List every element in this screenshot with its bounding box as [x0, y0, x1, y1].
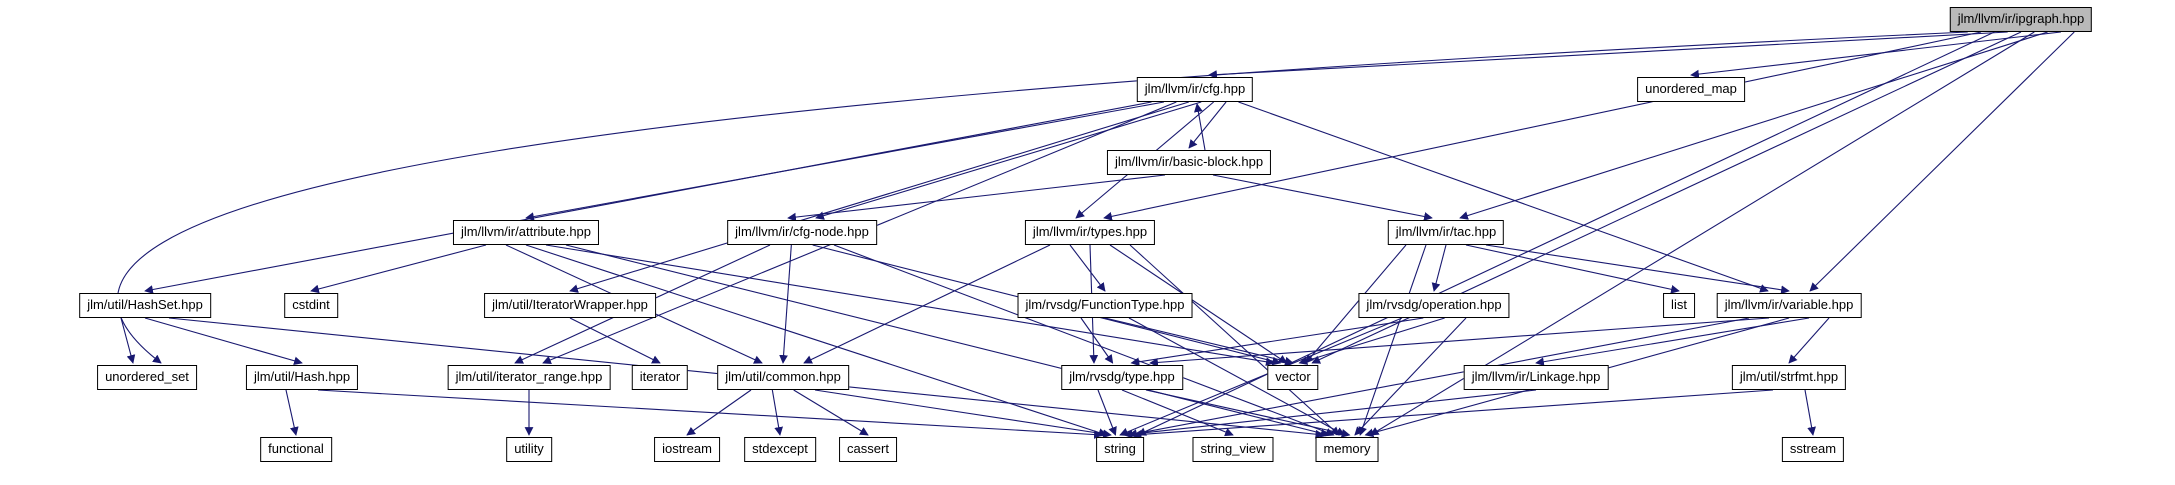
- edge-ipgraph-unordered-map: [1690, 31, 2062, 79]
- edge-function-type-memory: [1128, 317, 1346, 436]
- edge-common-cassert: [793, 389, 869, 436]
- edge-ipgraph-cfg: [1208, 31, 2008, 79]
- graph-node-cassert[interactable]: cassert: [839, 437, 897, 462]
- graph-node-hash[interactable]: jlm/util/Hash.hpp: [245, 365, 359, 390]
- edge-iterator-wrapper-iterator: [569, 317, 661, 364]
- edge-tac-variable: [1485, 244, 1790, 295]
- edge-types-common: [803, 244, 1051, 364]
- graph-node-string-view[interactable]: string_view: [1192, 437, 1274, 462]
- graph-node-linkage[interactable]: jlm/llvm/ir/Linkage.hpp: [1463, 365, 1609, 390]
- edge-attribute-memory: [565, 244, 1330, 438]
- edge-cfg-node-common: [779, 244, 792, 364]
- graph-node-function-type[interactable]: jlm/rvsdg/FunctionType.hpp: [1017, 293, 1193, 318]
- graph-node-iostream[interactable]: iostream: [654, 437, 720, 462]
- edge-hashset-unordered-set: [120, 317, 136, 364]
- graph-node-unordered-set[interactable]: unordered_set: [97, 365, 197, 390]
- edge-rvsdg-type-string-view: [1121, 389, 1234, 437]
- graph-node-attribute[interactable]: jlm/llvm/ir/attribute.hpp: [452, 220, 600, 245]
- edge-basic-block-cfg: [1194, 103, 1206, 151]
- graph-node-iterator[interactable]: iterator: [631, 365, 689, 390]
- edge-ipgraph-types: [1103, 31, 1982, 221]
- graph-node-stdexcept[interactable]: stdexcept: [744, 437, 816, 462]
- edge-ipgraph-tac: [1459, 31, 2048, 220]
- graph-node-cfg-node[interactable]: jlm/llvm/ir/cfg-node.hpp: [727, 220, 877, 245]
- graph-node-operation[interactable]: jlm/rvsdg/operation.hpp: [1358, 293, 1510, 318]
- graph-node-hashset[interactable]: jlm/util/HashSet.hpp: [79, 293, 211, 318]
- graph-node-iterator-range[interactable]: jlm/util/iterator_range.hpp: [447, 365, 611, 390]
- graph-node-rvsdg-type[interactable]: jlm/rvsdg/type.hpp: [1061, 365, 1183, 390]
- edge-hash-string: [317, 389, 1103, 439]
- graph-node-functional[interactable]: functional: [260, 437, 332, 462]
- edge-attribute-cstdint: [310, 244, 487, 294]
- graph-node-basic-block[interactable]: jlm/llvm/ir/basic-block.hpp: [1106, 150, 1272, 175]
- edge-tac-list: [1465, 244, 1680, 294]
- graph-node-cstdint[interactable]: cstdint: [284, 293, 338, 318]
- graph-node-utility[interactable]: utility: [506, 437, 552, 462]
- edge-cfg-variable: [1238, 101, 1769, 293]
- graph-node-string[interactable]: string: [1096, 437, 1144, 462]
- edge-tac-memory: [1358, 244, 1427, 436]
- edge-tac-vector: [1305, 244, 1407, 364]
- edge-ipgraph-variable: [1809, 31, 2075, 292]
- edge-hash-functional: [285, 389, 299, 436]
- edge-types-function-type: [1069, 244, 1106, 292]
- edge-variable-string: [1128, 317, 1750, 438]
- edge-common-stdexcept: [771, 389, 784, 436]
- edge-operation-string: [1119, 317, 1403, 437]
- graph-node-common[interactable]: jlm/util/common.hpp: [717, 365, 849, 390]
- graph-node-vector[interactable]: vector: [1267, 365, 1319, 390]
- edge-cfg-cfg-node: [815, 101, 1202, 220]
- graph-node-unordered-map[interactable]: unordered_map: [1637, 77, 1745, 102]
- edge-basic-block-cfg-node: [787, 174, 1166, 222]
- edge-function-type-rvsdg-type: [1080, 317, 1114, 364]
- edge-operation-memory: [1354, 317, 1467, 436]
- graph-node-iterator-wrapper[interactable]: jlm/util/IteratorWrapper.hpp: [484, 293, 656, 318]
- edge-operation-rvsdg-type: [1130, 317, 1424, 367]
- edge-basic-block-tac: [1212, 174, 1433, 221]
- edge-common-iostream: [686, 389, 752, 436]
- graph-node-tac[interactable]: jlm/llvm/ir/tac.hpp: [1387, 220, 1505, 245]
- edge-operation-vector: [1298, 317, 1445, 365]
- edge-strfmt-string: [1132, 389, 1774, 439]
- edge-common-string: [814, 389, 1112, 439]
- edge-variable-strfmt: [1788, 317, 1830, 364]
- edge-cfg-iterator-wrapper: [569, 101, 1189, 293]
- graph-node-ipgraph: jlm/llvm/ir/ipgraph.hpp: [1949, 7, 2093, 32]
- graph-node-list[interactable]: list: [1663, 293, 1695, 318]
- graph-node-variable[interactable]: jlm/llvm/ir/variable.hpp: [1716, 293, 1862, 318]
- edge-types-memory: [1129, 244, 1340, 436]
- edge-variable-rvsdg-type: [1149, 317, 1770, 367]
- edge-cfg-basic-block: [1188, 101, 1227, 149]
- edge-strfmt-sstream: [1804, 389, 1816, 436]
- graph-node-types[interactable]: jlm/llvm/ir/types.hpp: [1024, 220, 1156, 245]
- edge-rvsdg-type-string: [1097, 389, 1117, 436]
- edge-cfg-node-memory: [833, 244, 1335, 437]
- edge-ipgraph-unordered-set: [116, 31, 1968, 364]
- graph-node-sstream[interactable]: sstream: [1781, 437, 1845, 462]
- edge-attribute-vector: [545, 244, 1275, 367]
- edge-tac-operation: [1431, 244, 1447, 292]
- edge-function-type-vector: [1104, 317, 1294, 366]
- graph-node-cfg[interactable]: jlm/llvm/ir/cfg.hpp: [1136, 77, 1254, 102]
- graph-node-memory[interactable]: memory: [1315, 437, 1379, 462]
- graph-node-strfmt[interactable]: jlm/util/strfmt.hpp: [1731, 365, 1847, 390]
- edge-cfg-hashset: [144, 101, 1152, 294]
- edge-hashset-hash: [144, 317, 303, 366]
- edge-linkage-string: [1123, 389, 1537, 439]
